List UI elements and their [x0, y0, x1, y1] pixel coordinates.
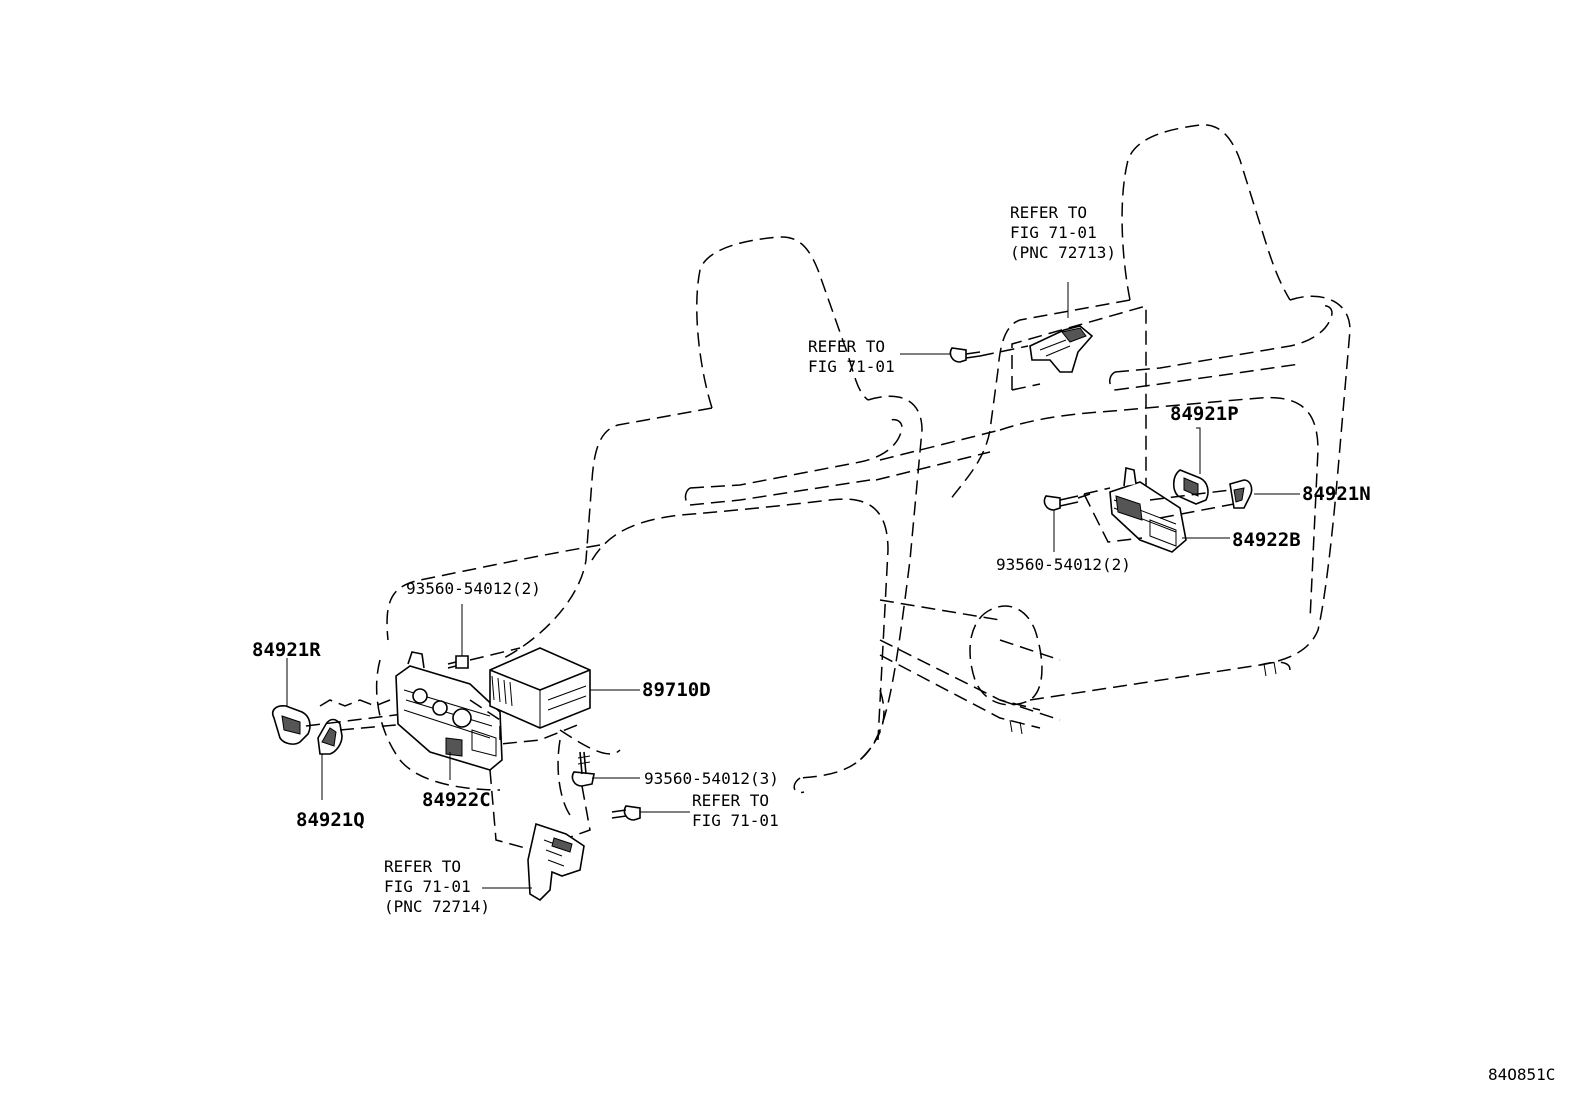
right-seat-outline	[949, 124, 1351, 721]
part-84921R-knob	[271, 705, 311, 745]
label-84922B: 84922B	[1232, 529, 1301, 551]
label-84922C: 84922C	[422, 789, 491, 811]
assembly-line-right-knobs	[1149, 489, 1235, 519]
leader-84921P	[1196, 427, 1201, 474]
part-84921P-knob	[1172, 469, 1209, 505]
label-refer-left-lower-2: FIG 71-01	[692, 811, 779, 830]
left-seat-outline	[375, 236, 923, 816]
bolt-left-top	[447, 655, 469, 669]
assembly-line-left-bracket	[489, 769, 591, 853]
assembly-line-upper-right	[979, 345, 1041, 391]
part-84921N-knob	[1229, 479, 1253, 509]
part-bracket-72714	[527, 822, 585, 902]
bolt-left-lower	[611, 805, 641, 821]
label-refer-bracket-72713-1: REFER TO	[1010, 203, 1087, 222]
part-84922B-switch	[1109, 467, 1187, 553]
part-84922C-switch	[395, 651, 503, 771]
label-84921R: 84921R	[252, 639, 321, 661]
label-bolt-left-mid: 93560-54012(3)	[644, 769, 779, 788]
part-84921Q-knob	[317, 718, 343, 755]
part-89710D-ecu	[489, 647, 591, 729]
label-refer-bracket-72713-3: (PNC 72713)	[1010, 243, 1116, 262]
label-89710D: 89710D	[642, 679, 711, 701]
label-84921P: 84921P	[1170, 403, 1239, 425]
diagram-code: 84O851C	[1488, 1065, 1555, 1084]
label-84921N: 84921N	[1302, 483, 1371, 505]
assembly-line-left-ecu	[469, 647, 581, 745]
label-bolt-left-top: 93560-54012(2)	[406, 579, 541, 598]
label-refer-upper-bolt-1: REFER TO	[808, 337, 885, 356]
bolt-left-mid	[571, 751, 595, 787]
label-bolt-right: 93560-54012(2)	[996, 555, 1131, 574]
seat-rails	[875, 429, 1277, 735]
assembly-box-lower-right	[1083, 487, 1143, 543]
label-refer-upper-bolt-2: FIG 71-01	[808, 357, 895, 376]
label-refer-bracket-72714-1: REFER TO	[384, 857, 461, 876]
label-refer-bracket-72714-3: (PNC 72714)	[384, 897, 490, 916]
assembly-box-upper-right	[1011, 305, 1147, 516]
label-refer-bracket-72714-2: FIG 71-01	[384, 877, 471, 896]
bolt-right-lower	[1043, 495, 1079, 511]
label-refer-bracket-72713-2: FIG 71-01	[1010, 223, 1097, 242]
bolt-right-upper	[949, 347, 981, 363]
label-refer-left-lower-1: REFER TO	[692, 791, 769, 810]
assembly-line-right-bolt	[1077, 493, 1091, 499]
part-bracket-72713	[1029, 325, 1094, 373]
label-84921Q: 84921Q	[296, 809, 365, 831]
